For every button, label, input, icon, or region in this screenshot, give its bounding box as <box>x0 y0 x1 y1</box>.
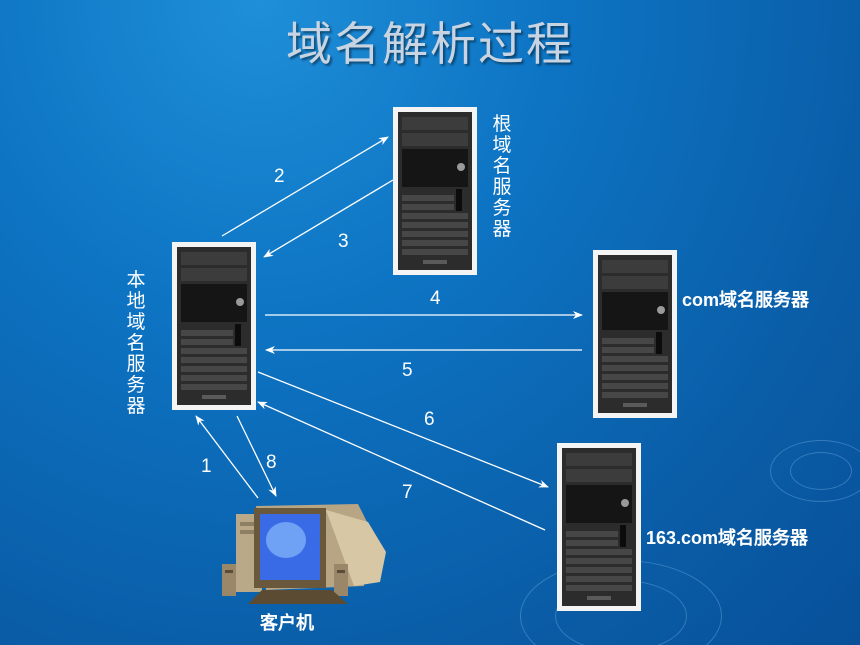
slide-title: 域名解析过程 <box>286 17 574 71</box>
com-server-label: com域名服务器 <box>682 290 810 310</box>
ripple-decoration <box>770 440 860 502</box>
local-server-label: 本地域名服务器 <box>126 270 146 417</box>
ripple-decoration <box>790 452 852 490</box>
client-label: 客户机 <box>260 613 314 633</box>
step-label-5: 5 <box>402 360 413 381</box>
arrow-step-8 <box>236 415 277 497</box>
local-server-icon <box>172 242 256 410</box>
step-label-8: 8 <box>266 452 277 473</box>
step-label-2: 2 <box>274 166 285 187</box>
root-server-label: 根域名服务器 <box>492 114 512 240</box>
com-server-icon <box>593 250 677 418</box>
arrow-step-2 <box>221 136 389 237</box>
step-label-1: 1 <box>201 456 212 477</box>
root-server-icon <box>393 107 477 275</box>
com163-server-label: 163.com域名服务器 <box>646 528 809 548</box>
arrow-step-6 <box>257 371 549 488</box>
arrow-step-1 <box>195 415 259 499</box>
com163-server-icon <box>557 443 641 611</box>
step-label-4: 4 <box>430 288 441 309</box>
arrow-step-7 <box>257 401 546 531</box>
step-label-7: 7 <box>402 482 413 503</box>
client-computer-icon <box>222 504 386 604</box>
step-label-6: 6 <box>424 409 435 430</box>
step-label-3: 3 <box>338 231 349 252</box>
arrow-step-3 <box>263 179 394 258</box>
